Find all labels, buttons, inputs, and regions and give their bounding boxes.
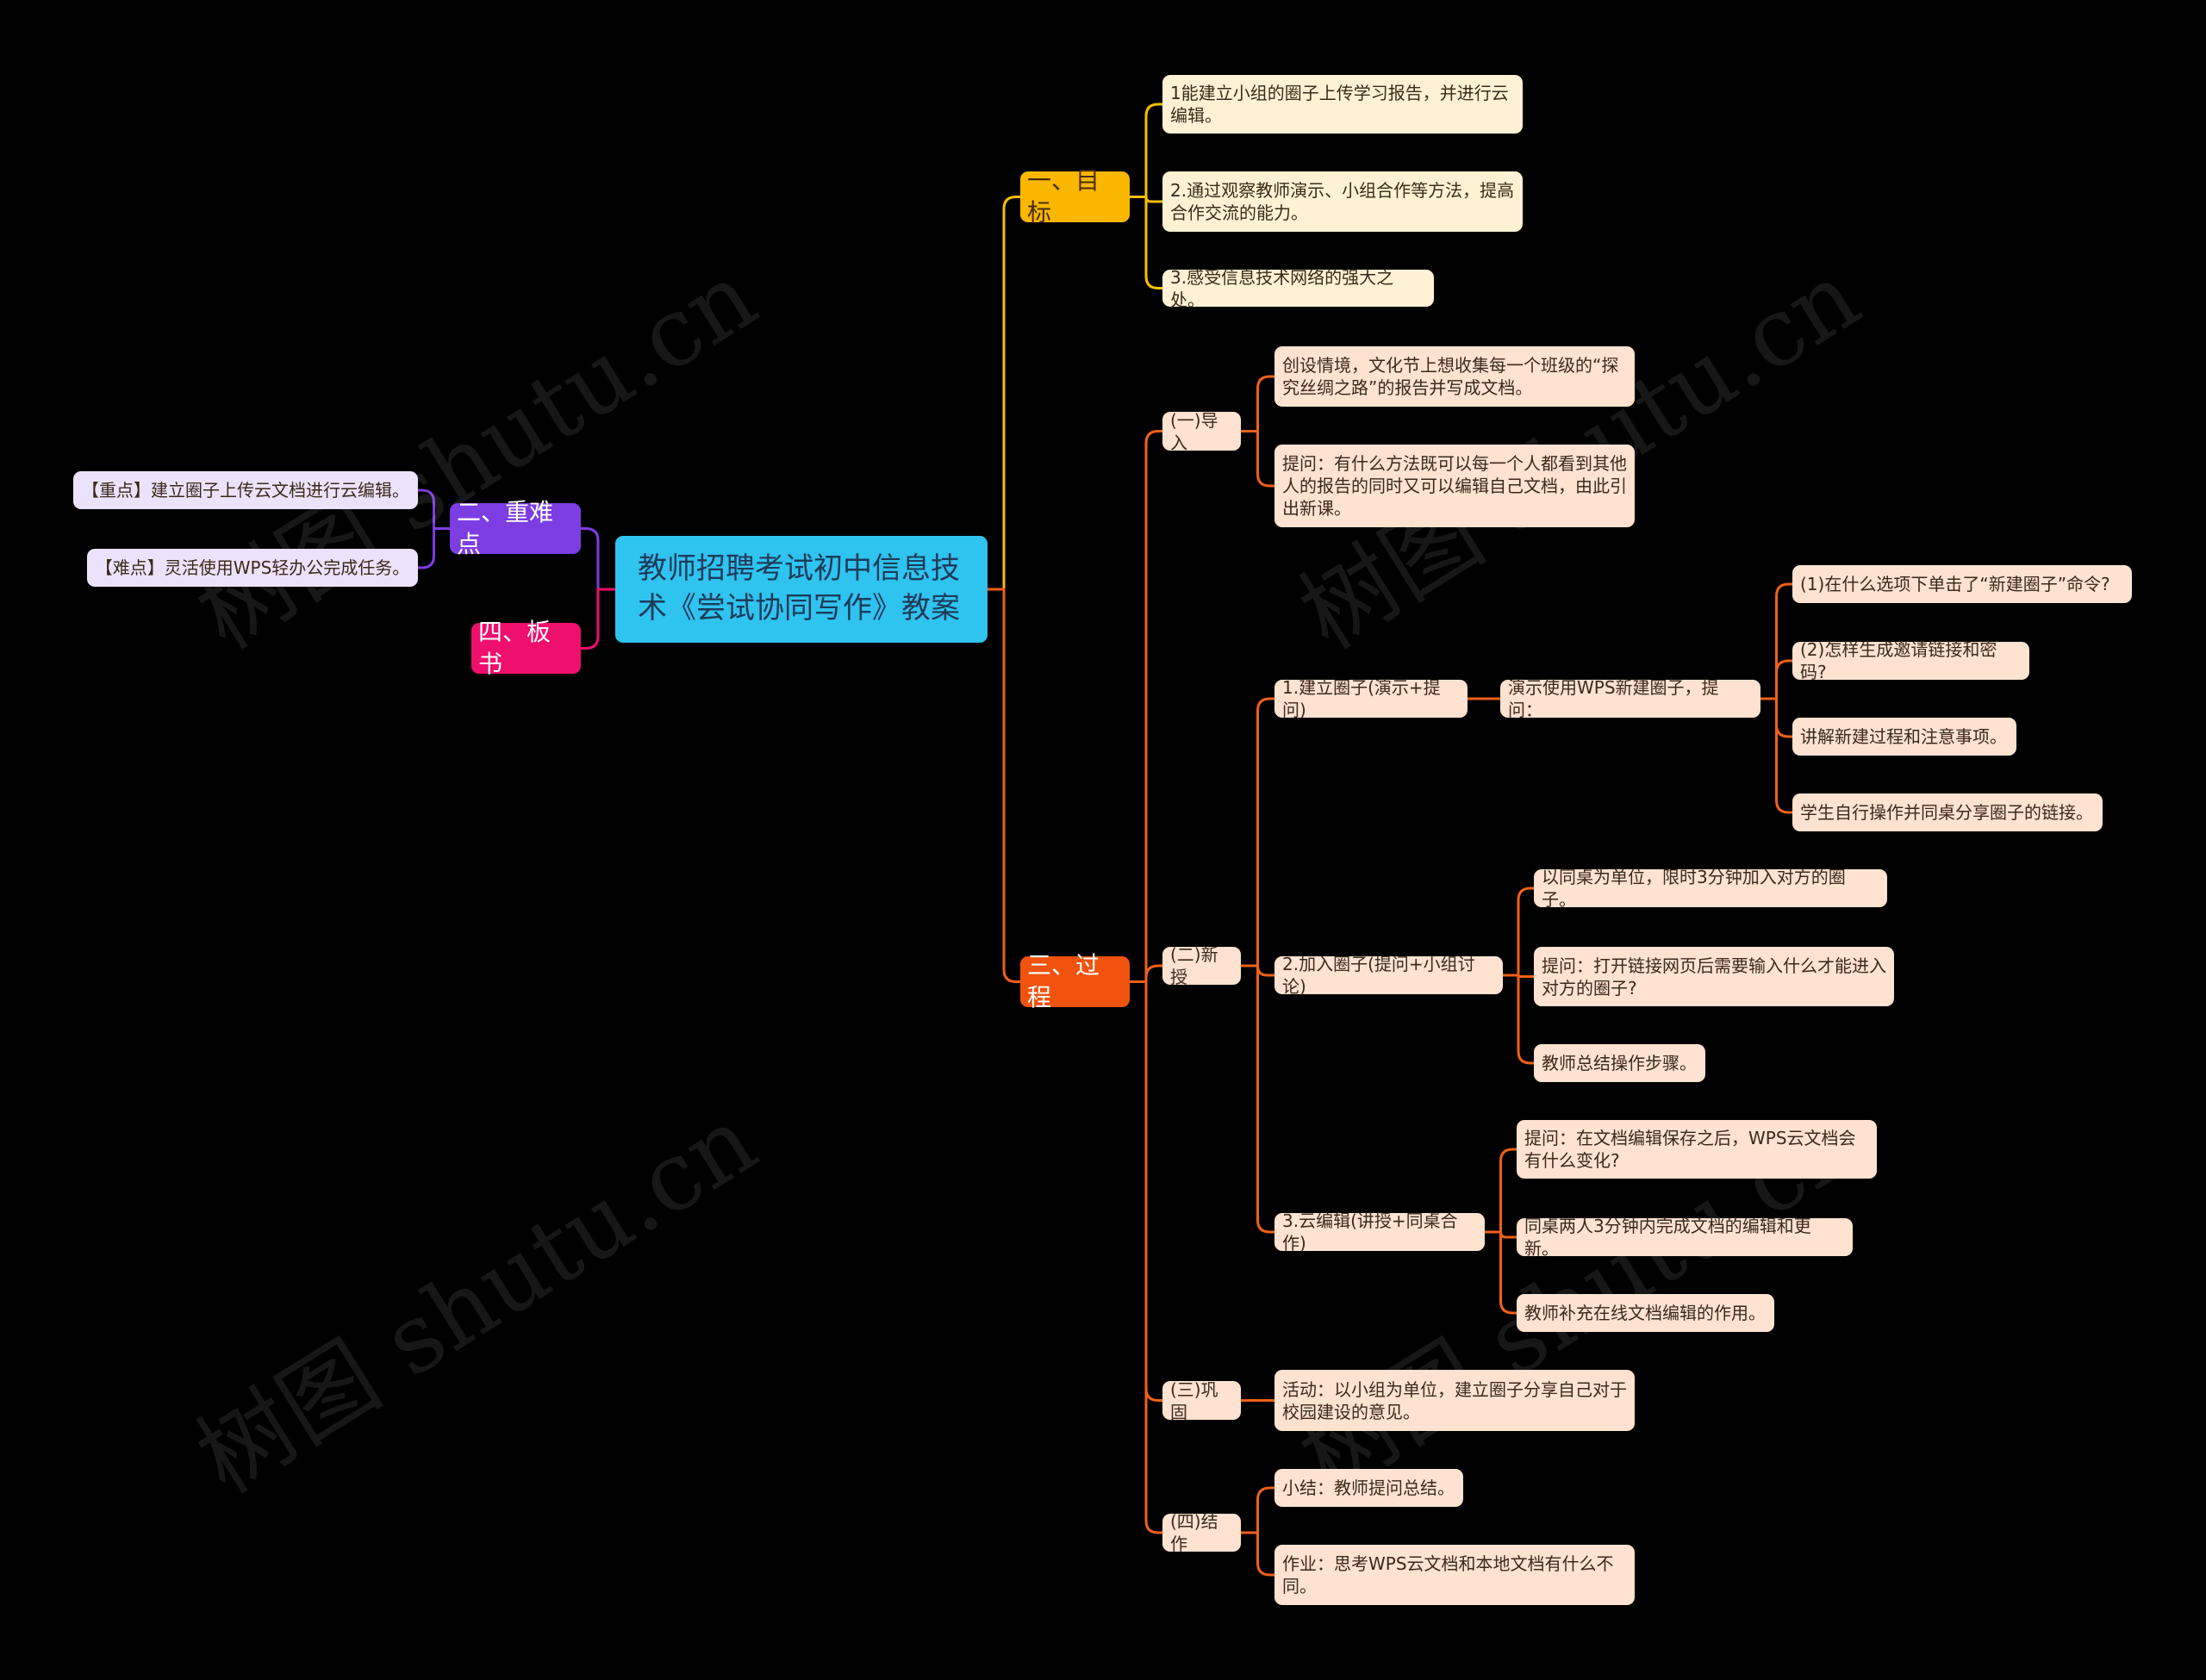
connector-n3 [1241,964,1274,1234]
topic-goals[interactable]: 一、目标 [1020,166,1130,227]
key-point-item[interactable]: 【重点】建立圈子上传云文档进行云编辑。 [73,471,418,509]
connector-a2 [1241,430,1274,488]
cloud-edit-item[interactable]: 提问：在文档编辑保存之后，WPS云文档会有什么变化? [1517,1120,1877,1179]
join-item[interactable]: 提问：打开链接网页后需要输入什么才能进入对方的圈子? [1534,947,1894,1006]
topic-key-points[interactable]: 二、重难点 [450,498,581,558]
connector-m3 [1485,1230,1517,1315]
connector-l1 [1503,887,1534,977]
connector-p1 [1130,430,1162,983]
step-demo[interactable]: 演示使用WPS新建圈子，提问： [1500,677,1760,720]
goal-item[interactable]: 1能建立小组的圈子上传学习报告，并进行云编辑。 [1162,75,1523,134]
demo-item[interactable]: 讲解新建过程和注意事项。 [1792,718,2016,756]
step-cloud-edit[interactable]: 3.云编辑(讲授+同桌合作) [1274,1210,1485,1254]
process-summary[interactable]: (四)结作 [1162,1511,1241,1554]
join-item[interactable]: 以同桌为单位，限时3分钟加入对方的圈子。 [1534,867,1887,910]
connector-p4 [1130,980,1162,1534]
connector-q1 [1760,582,1792,700]
connector-s2 [1241,1531,1274,1577]
consolidate-item[interactable]: 活动：以小组为单位，建立圈子分享自己对于校园建设的意见。 [1274,1370,1635,1431]
topic-process[interactable]: 三、过程 [1020,951,1130,1011]
process-new[interactable]: (二)新授 [1162,944,1241,987]
connector-q4 [1760,697,1792,814]
step-create-circle[interactable]: 1.建立圈子(演示+提问) [1274,677,1468,720]
cloud-edit-item[interactable]: 教师补充在线文档编辑的作用。 [1517,1294,1774,1332]
connector-goal [988,196,1020,591]
connector-m1 [1485,1148,1517,1234]
difficult-point-item[interactable]: 【难点】灵活使用WPS轻办公完成任务。 [87,549,418,587]
connector-q2 [1760,659,1792,700]
connector-k1 [418,488,450,530]
connector-g3 [1130,196,1162,289]
demo-item[interactable]: (1)在什么选项下单击了“新建圈子”命令? [1792,565,2132,603]
connector-k2 [418,527,450,569]
step-join-circle[interactable]: 2.加入圈子(提问+小组讨论) [1274,954,1503,997]
summary-item[interactable]: 小结：教师提问总结。 [1274,1469,1463,1507]
process-intro[interactable]: (一)导入 [1162,410,1241,453]
demo-item[interactable]: (2)怎样生成邀请链接和密码? [1792,639,2029,682]
connector-key [581,527,615,591]
connector-g1 [1130,103,1162,198]
demo-item[interactable]: 学生自行操作并同桌分享圈子的链接。 [1792,793,2103,831]
connector-proc [988,588,1020,983]
connector-p2 [1130,964,1162,983]
topic-board[interactable]: 四、板书 [471,618,581,678]
connector-n1 [1241,697,1274,968]
connector-s1 [1241,1486,1274,1534]
cloud-edit-item[interactable]: 同桌两人3分钟内完成文档的编辑和更新。 [1517,1216,1853,1259]
process-consolidate[interactable]: (三)巩固 [1162,1379,1241,1422]
intro-item[interactable]: 提问：有什么方法既可以每一个人都看到其他人的报告的同时又可以编辑自己文档，由此引… [1274,445,1635,527]
connector-l3 [1503,974,1534,1065]
join-item[interactable]: 教师总结操作步骤。 [1534,1044,1705,1082]
summary-item[interactable]: 作业：思考WPS云文档和本地文档有什么不同。 [1274,1545,1635,1605]
goal-item[interactable]: 2.通过观察教师演示、小组合作等方法，提高合作交流的能力。 [1162,171,1523,232]
connector-board [581,588,615,650]
intro-item[interactable]: 创设情境，文化节上想收集每一个班级的“探究丝绸之路”的报告并写成文档。 [1274,346,1635,407]
root-topic[interactable]: 教师招聘考试初中信息技术《尝试协同写作》教案 [615,536,988,643]
connector-a1 [1241,375,1274,432]
goal-item[interactable]: 3.感受信息技术网络的强大之处。 [1162,267,1434,310]
